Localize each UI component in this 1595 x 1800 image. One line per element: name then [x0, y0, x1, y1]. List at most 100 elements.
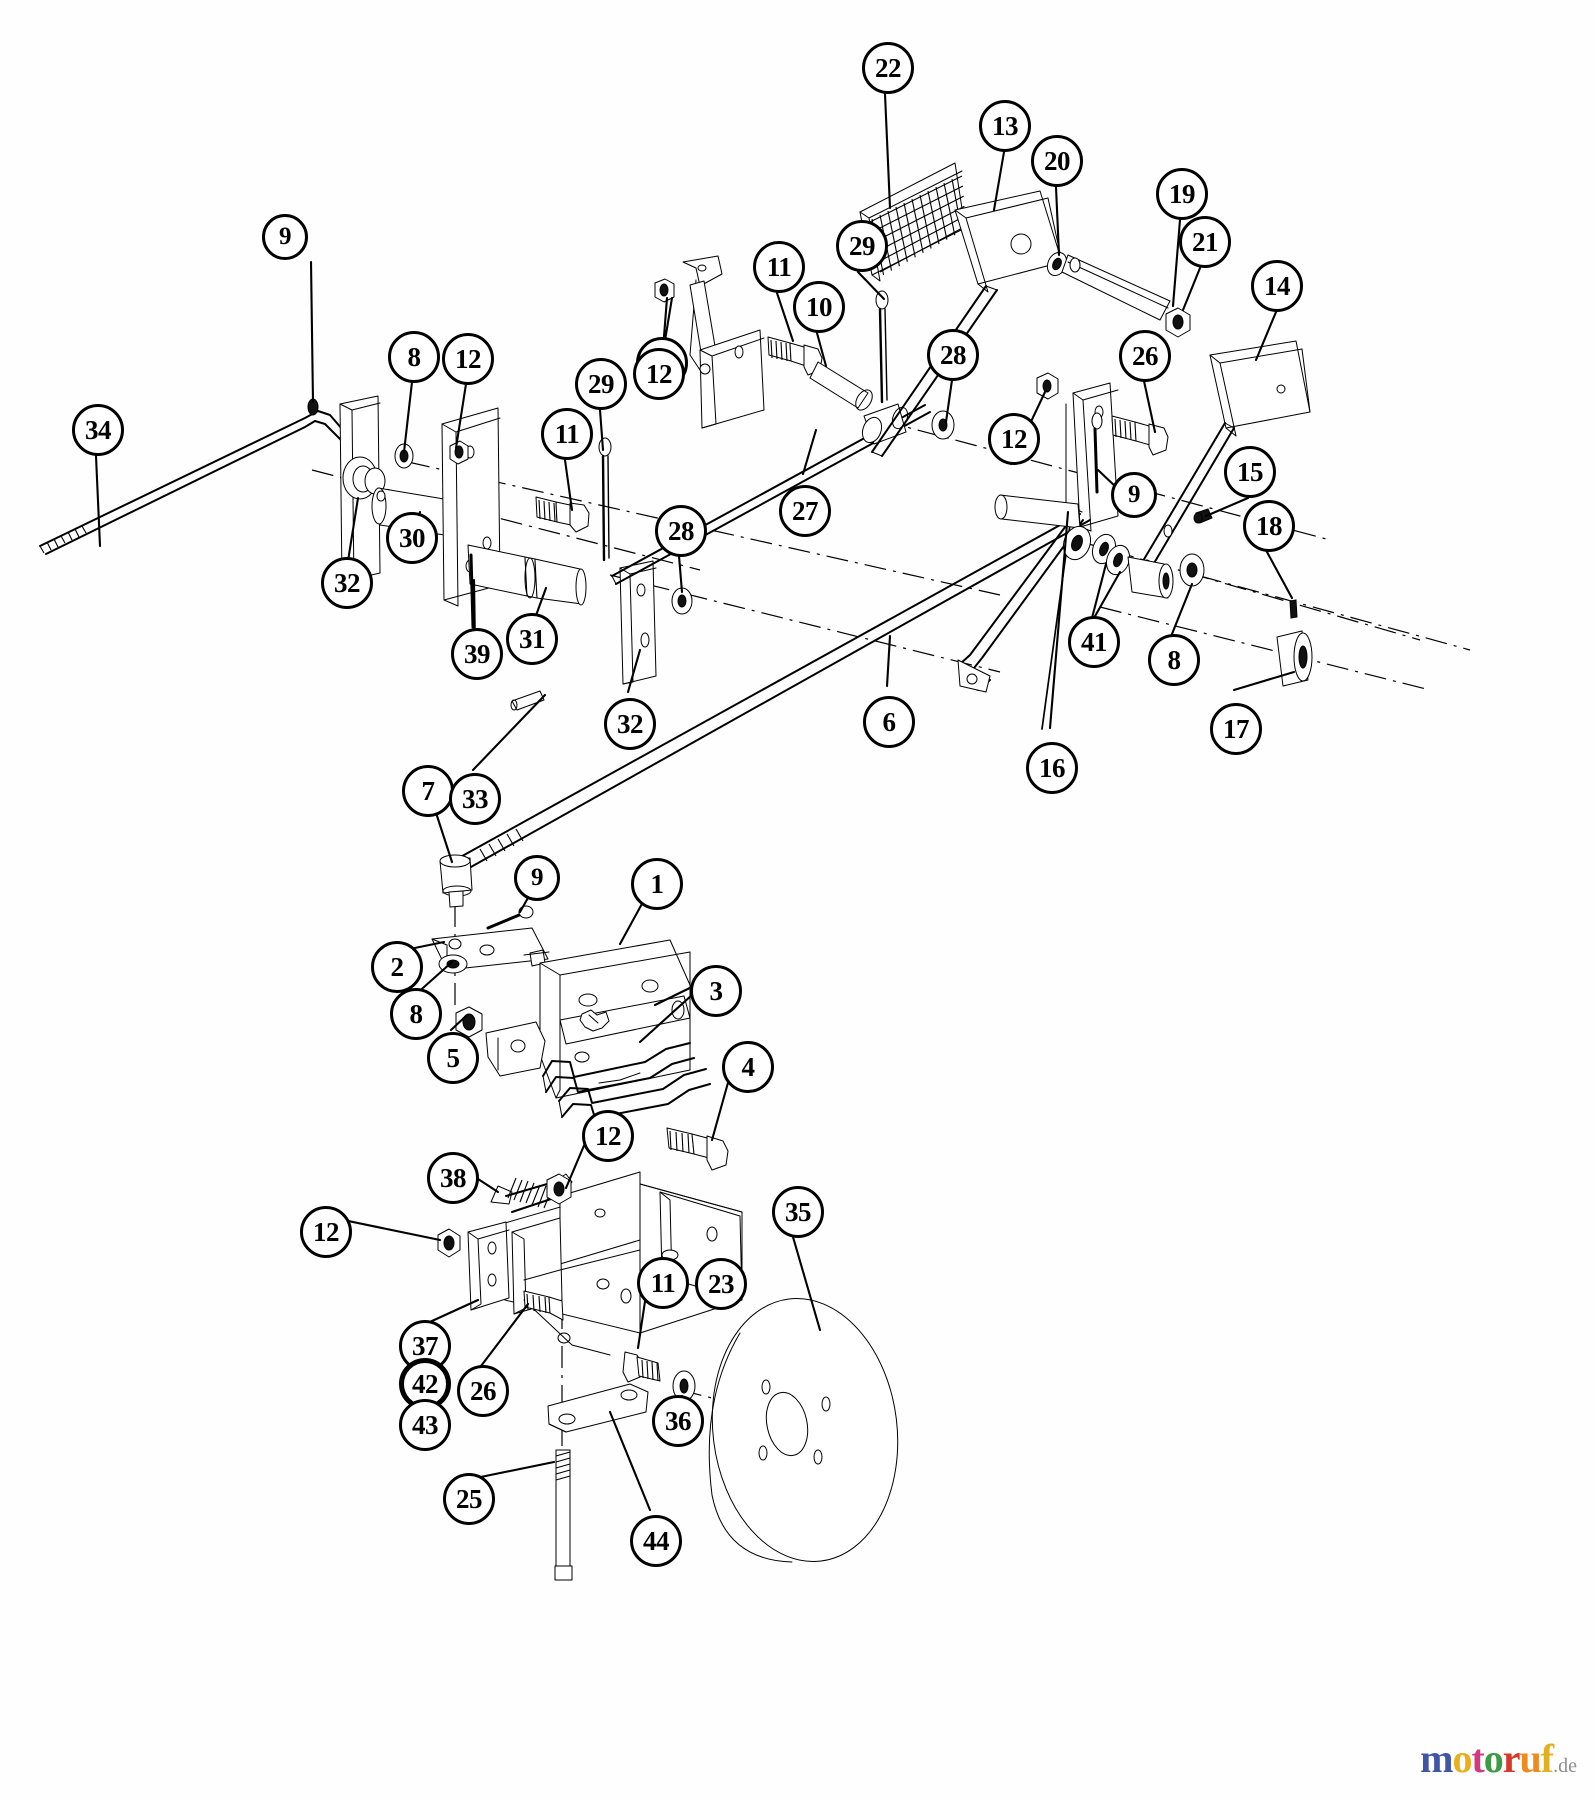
callout-label: 1 — [650, 868, 665, 899]
callout-23[interactable]: 23 — [695, 1258, 747, 1310]
callout-41[interactable]: 41 — [1068, 616, 1120, 668]
watermark-letter: t — [1471, 1736, 1484, 1781]
callout-31[interactable]: 31 — [506, 613, 558, 665]
part-8-washer-right — [1179, 553, 1205, 587]
part-15-setscrew — [1193, 508, 1213, 524]
callout-30[interactable]: 30 — [386, 512, 438, 564]
part-33-roll-pin — [510, 690, 545, 711]
callout-14[interactable]: 14 — [1251, 260, 1303, 312]
part-34-rod — [39, 398, 349, 555]
callout-34[interactable]: 34 — [72, 404, 124, 456]
part-36-washer — [672, 1370, 696, 1402]
callout-12[interactable]: 12 — [300, 1206, 352, 1258]
part-11-bolt-bottom — [622, 1351, 661, 1383]
callout-label: 9 — [531, 864, 544, 891]
callout-35[interactable]: 35 — [772, 1186, 824, 1238]
part-11-bolt-left — [535, 496, 590, 533]
callout-33[interactable]: 33 — [449, 773, 501, 825]
callout-8[interactable]: 8 — [390, 988, 442, 1040]
callout-22[interactable]: 22 — [862, 42, 914, 94]
callout-15[interactable]: 15 — [1224, 446, 1276, 498]
callout-label: 8 — [1167, 644, 1182, 675]
callout-label: 14 — [1264, 270, 1291, 301]
callout-17[interactable]: 17 — [1210, 703, 1262, 755]
callout-39[interactable]: 39 — [451, 628, 503, 680]
callout-19[interactable]: 19 — [1156, 168, 1208, 220]
callout-label: 7 — [421, 775, 436, 806]
watermark-letter: u — [1519, 1736, 1542, 1781]
part-29-cotter-pin-center — [875, 290, 889, 404]
callout-label: 12 — [455, 343, 482, 374]
part-18-pin — [1289, 599, 1298, 619]
callout-label: 3 — [709, 975, 724, 1006]
callout-label: 11 — [766, 251, 792, 282]
callout-label: 12 — [1001, 423, 1028, 454]
callout-4[interactable]: 4 — [722, 1041, 774, 1093]
part-9-cotter-pin-right — [1091, 412, 1103, 494]
callout-2[interactable]: 2 — [371, 941, 423, 993]
callout-3[interactable]: 3 — [690, 965, 742, 1017]
callout-9[interactable]: 9 — [1111, 472, 1157, 518]
part-13-pedal-pad — [871, 190, 1063, 457]
callout-16[interactable]: 16 — [1026, 742, 1078, 794]
callout-label: 4 — [741, 1051, 756, 1082]
callout-38[interactable]: 38 — [427, 1152, 479, 1204]
part-35-disc — [708, 1298, 899, 1563]
callout-8[interactable]: 8 — [388, 331, 440, 383]
part-23-bracket — [504, 1171, 743, 1356]
callout-label: 15 — [1237, 456, 1264, 487]
callout-10[interactable]: 10 — [793, 281, 845, 333]
callout-12[interactable]: 12 — [582, 1110, 634, 1162]
callout-26[interactable]: 26 — [457, 1365, 509, 1417]
callout-27[interactable]: 27 — [779, 485, 831, 537]
callout-18[interactable]: 18 — [1243, 500, 1295, 552]
callout-label: 11 — [554, 418, 580, 449]
callout-label: 33 — [462, 783, 489, 814]
callout-label: 8 — [409, 998, 424, 1029]
callout-25[interactable]: 25 — [443, 1473, 495, 1525]
callout-6[interactable]: 6 — [863, 696, 915, 748]
callout-8[interactable]: 8 — [1148, 634, 1200, 686]
callout-32[interactable]: 32 — [604, 698, 656, 750]
callout-1[interactable]: 1 — [631, 858, 683, 910]
callout-label: 27 — [792, 495, 819, 526]
callout-label: 22 — [875, 52, 902, 83]
part-25-threaded-rod — [554, 1449, 573, 1581]
callout-label: 32 — [617, 708, 644, 739]
callout-29[interactable]: 29 — [836, 220, 888, 272]
callout-label: 34 — [85, 414, 112, 445]
callout-11[interactable]: 11 — [753, 241, 805, 293]
callout-9[interactable]: 9 — [262, 214, 308, 260]
callout-5[interactable]: 5 — [427, 1032, 479, 1084]
callout-43[interactable]: 43 — [399, 1399, 451, 1451]
callout-label: 38 — [440, 1162, 467, 1193]
callout-28[interactable]: 28 — [927, 329, 979, 381]
callout-13[interactable]: 13 — [979, 100, 1031, 152]
callout-7[interactable]: 7 — [402, 765, 454, 817]
part-12-locknut-right — [1036, 372, 1059, 400]
callout-label: 9 — [279, 223, 292, 250]
callout-36[interactable]: 36 — [652, 1395, 704, 1447]
callout-32[interactable]: 32 — [321, 557, 373, 609]
callout-label: 8 — [407, 341, 422, 372]
callout-label: 28 — [668, 515, 695, 546]
callout-12[interactable]: 12 — [442, 333, 494, 385]
callout-29[interactable]: 29 — [575, 358, 627, 410]
callout-label: 37 — [412, 1330, 439, 1361]
callout-11[interactable]: 11 — [541, 408, 593, 460]
callout-44[interactable]: 44 — [630, 1515, 682, 1567]
callout-26[interactable]: 26 — [1119, 330, 1171, 382]
callout-12[interactable]: 12 — [633, 348, 685, 400]
callout-label: 31 — [519, 623, 546, 654]
callout-20[interactable]: 20 — [1031, 135, 1083, 187]
callout-12[interactable]: 12 — [988, 413, 1040, 465]
callout-9[interactable]: 9 — [514, 855, 560, 901]
callout-28[interactable]: 28 — [655, 505, 707, 557]
part-17-bushing — [1276, 630, 1313, 687]
callout-21[interactable]: 21 — [1179, 216, 1231, 268]
callout-label: 41 — [1081, 626, 1108, 657]
callout-label: 21 — [1192, 226, 1219, 257]
callout-11[interactable]: 11 — [637, 1257, 689, 1309]
